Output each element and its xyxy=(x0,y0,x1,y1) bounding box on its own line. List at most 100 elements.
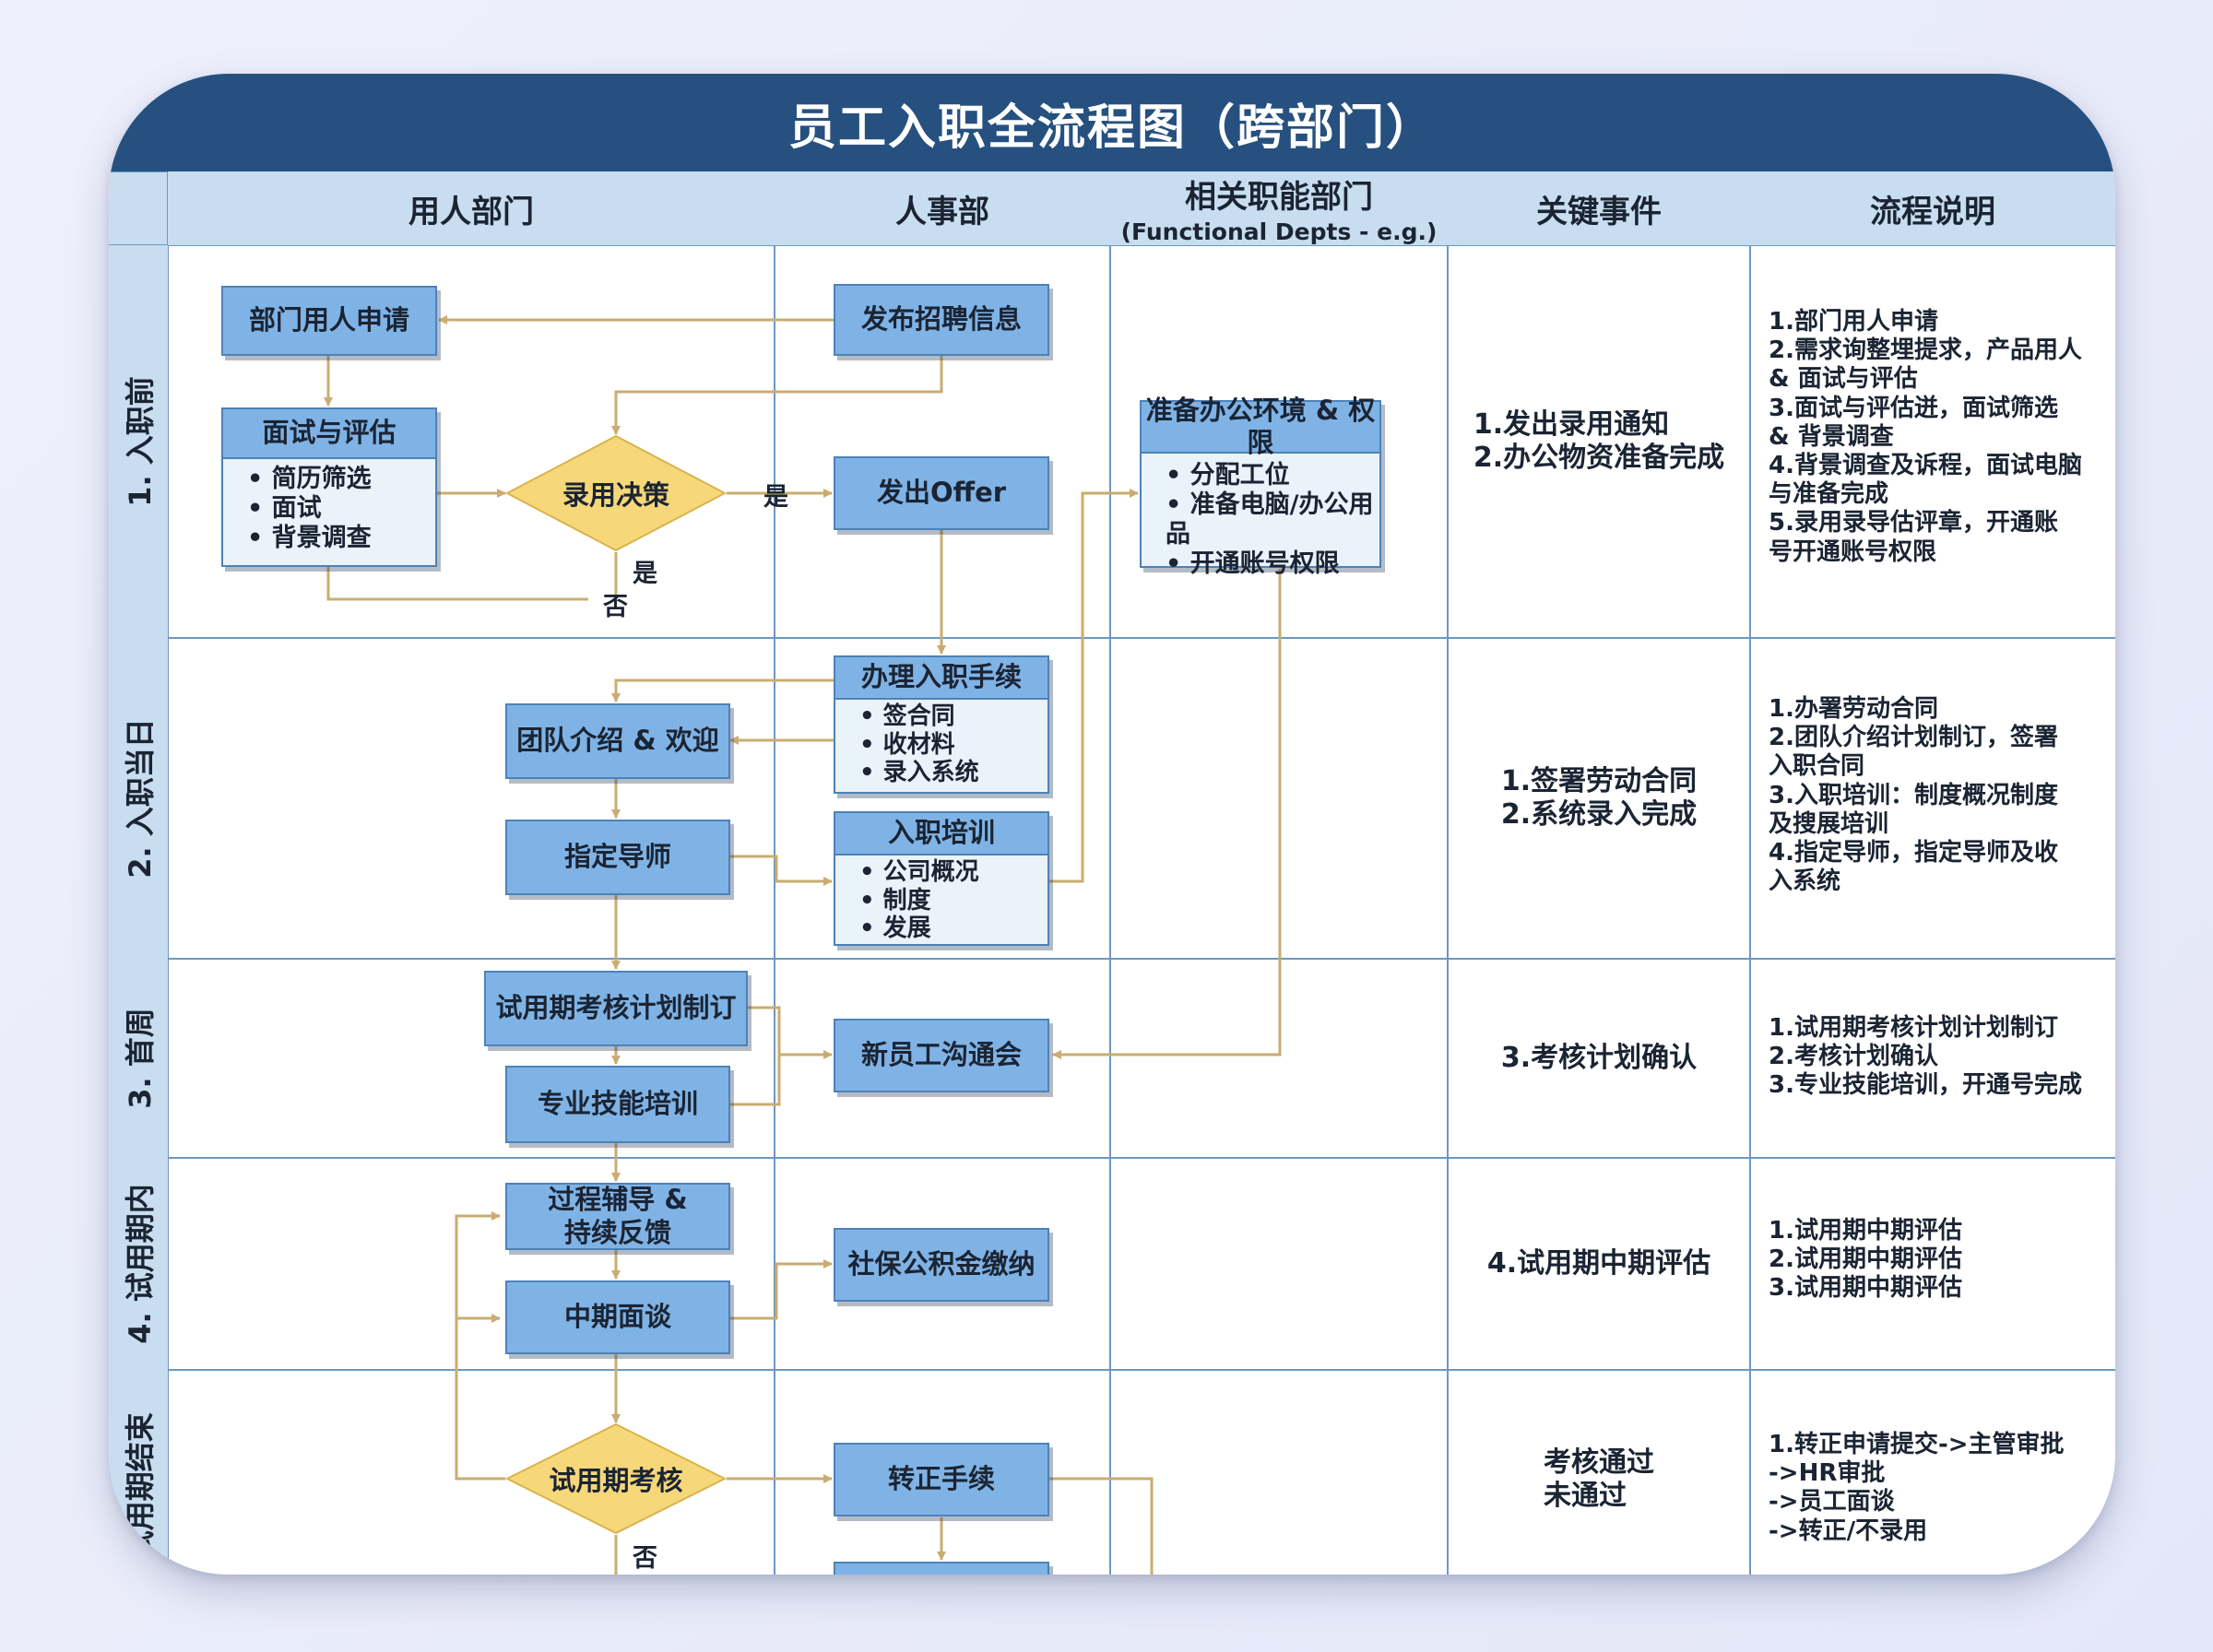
desc-line: 入职合同 xyxy=(1769,752,1865,781)
desc-line: 5.录用录导估评章，开通账 xyxy=(1769,509,2058,537)
node-onboard-item: 签合同 xyxy=(859,702,1047,731)
desc-block-day1: 1.办署劳动合同 2.团队介绍计划制订，签署 入职合同 3.入职培训：制度概况制… xyxy=(1769,695,2058,896)
node-next-partial[interactable] xyxy=(834,1562,1049,1575)
lane-label-probation: 4. 试用期内 xyxy=(109,1158,168,1370)
desc-line: 4.背景调查及诉程，面试电脑 xyxy=(1769,451,2082,479)
node-prepare[interactable]: 准备办公环境 & 权限 分配工位 准备电脑/办公用品 开通账号权限 xyxy=(1140,395,1381,578)
node-interview-title: 面试与评估 xyxy=(223,409,435,459)
node-social[interactable]: 社保公积金缴纳 xyxy=(834,1228,1049,1302)
node-interview[interactable]: 面试与评估 简历筛选 面试 背景调查 xyxy=(221,407,437,567)
node-training-item: 发展 xyxy=(859,914,1047,943)
node-publish[interactable]: 发布招聘信息 xyxy=(834,284,1049,356)
node-regularize-label: 转正手续 xyxy=(887,1463,995,1495)
col-header-dept: 用人部门 xyxy=(168,171,775,245)
node-assessment[interactable]: 试用期考核 xyxy=(549,1465,683,1496)
desc-line: 入系统 xyxy=(1769,867,1841,896)
event-cell-end: 考核通过 未通过 xyxy=(1448,1429,1750,1530)
decision-diamond-assessment xyxy=(504,1422,728,1535)
desc-line: 1.试用期中期评估 xyxy=(1769,1217,1962,1245)
node-onboard-item: 录入系统 xyxy=(859,759,1047,787)
node-plan[interactable]: 试用期考核计划制订 xyxy=(484,971,748,1046)
col-header-func-label: 相关职能部门 xyxy=(1185,179,1373,216)
desc-line: 2.试用期中期评估 xyxy=(1769,1245,1962,1274)
node-interview-item: 简历筛选 xyxy=(247,465,435,494)
desc-line: 与准备完成 xyxy=(1769,480,1889,509)
node-prepare-item: 分配工位 xyxy=(1166,461,1379,490)
event-text-week1: 3.考核计划确认 xyxy=(1500,1042,1698,1074)
node-training[interactable]: 入职培训 公司概况 制度 发展 xyxy=(834,811,1049,946)
node-hire-decision[interactable]: 录用决策 xyxy=(562,479,669,511)
desc-line: 3.入职培训：制度概况制度 xyxy=(1769,781,2058,809)
desc-line: 2.团队介绍计划制订，签署 xyxy=(1769,724,2058,752)
node-onboard-title: 办理入职手续 xyxy=(835,657,1047,700)
col-header-events: 关键事件 xyxy=(1448,171,1750,245)
event-cell-week1: 3.考核计划确认 xyxy=(1448,959,1750,1158)
lane-label-end: 5. 试用期结束 xyxy=(109,1370,168,1575)
desc-line: 及搜展培训 xyxy=(1769,809,1889,838)
node-prepare-item: 开通账号权限 xyxy=(1166,549,1379,579)
desc-block-end: 1.转正申请提交->主管审批 ->HR审批 ->员工面谈 ->转正/不录用 xyxy=(1769,1431,2065,1546)
desc-block-probation: 1.试用期中期评估 2.试用期中期评估 3.试用期中期评估 xyxy=(1769,1217,1962,1304)
node-team-intro[interactable]: 团队介绍 & 欢迎 xyxy=(505,703,730,779)
desc-line: 2.需求询整埋提求，产品用人 xyxy=(1769,336,2082,365)
desc-line: 1.办署劳动合同 xyxy=(1769,695,1938,723)
node-mentor[interactable]: 指定导师 xyxy=(505,820,730,895)
lane-label-end-text: 5. 试用期结束 xyxy=(123,1412,159,1575)
node-plan-label: 试用期考核计划制订 xyxy=(495,992,737,1024)
col-header-desc: 流程说明 xyxy=(1750,171,2115,245)
event-cell-probation: 4.试用期中期评估 xyxy=(1448,1158,1750,1370)
edge-label-no: 否 xyxy=(633,1544,657,1573)
node-onboard[interactable]: 办理入职手续 签合同 收材料 录入系统 xyxy=(834,655,1049,794)
desc-line: 3.试用期中期评估 xyxy=(1769,1274,1962,1303)
node-dept-request[interactable]: 部门用人申请 xyxy=(221,286,437,356)
node-offer-label: 发出Offer xyxy=(876,477,1007,509)
node-interview-item: 背景调查 xyxy=(247,524,435,553)
node-social-label: 社保公积金缴纳 xyxy=(847,1248,1035,1280)
event-text-end: 考核通过 未通过 xyxy=(1544,1446,1654,1512)
node-coaching[interactable]: 过程辅导 & 持续反馈 xyxy=(505,1183,730,1250)
lane-label-probation-text: 4. 试用期内 xyxy=(123,1184,159,1344)
lane-label-week1: 3. 首周 xyxy=(109,959,168,1158)
node-interview-item: 面试 xyxy=(247,494,435,524)
node-meeting[interactable]: 新员工沟通会 xyxy=(834,1019,1049,1092)
lane-label-day1: 2. 入职当日 xyxy=(109,638,168,959)
desc-line: ->转正/不录用 xyxy=(1769,1516,1928,1545)
event-cell-pre: 1.发出录用通知 2.办公物资准备完成 xyxy=(1448,245,1750,638)
desc-line: 号开通账号权限 xyxy=(1769,537,1937,566)
edge-label-yes: 是 xyxy=(763,483,788,512)
lane-label-day1-text: 2. 入职当日 xyxy=(123,718,159,879)
node-interview-list: 简历筛选 面试 背景调查 xyxy=(223,459,435,553)
desc-block-pre: 1.部门用人申请 2.需求询整埋提求，产品用人 & 面试与评估 3.面试与评估迸… xyxy=(1769,308,2082,567)
desc-line: 1.试用期考核计划计划制订 xyxy=(1769,1014,2058,1042)
node-dept-request-label: 部门用人申请 xyxy=(248,304,409,336)
node-skills-label: 专业技能培训 xyxy=(537,1088,698,1120)
page-title: 员工入职全流程图（跨部门） xyxy=(109,74,2115,171)
desc-line: 1.转正申请提交->主管审批 xyxy=(1769,1431,2065,1458)
node-midterm[interactable]: 中期面谈 xyxy=(505,1280,730,1354)
node-publish-label: 发布招聘信息 xyxy=(860,303,1022,336)
node-meeting-label: 新员工沟通会 xyxy=(860,1039,1022,1071)
desc-line: ->员工面谈 xyxy=(1769,1488,1895,1516)
node-coaching-label: 过程辅导 & 持续反馈 xyxy=(548,1184,688,1248)
node-offer[interactable]: 发出Offer xyxy=(834,456,1049,530)
event-cell-day1: 1.签署劳动合同 2.系统录入完成 xyxy=(1448,638,1750,959)
node-prepare-list: 分配工位 准备电脑/办公用品 开通账号权限 xyxy=(1142,454,1379,578)
node-regularize[interactable]: 转正手续 xyxy=(834,1443,1049,1516)
connectors xyxy=(324,315,1282,1575)
desc-line: 1.部门用人申请 xyxy=(1769,308,1938,336)
node-onboard-item: 收材料 xyxy=(859,731,1047,760)
lane-label-pre-text: 1. 入职前 xyxy=(123,376,159,507)
desc-line: ->HR审批 xyxy=(1769,1459,1886,1488)
col-header-func-sublabel: (Functional Depts - e.g.) xyxy=(1120,218,1438,245)
desc-line: & 面试与评估 xyxy=(1769,365,1918,394)
node-prepare-item: 准备电脑/办公用品 xyxy=(1166,490,1379,549)
col-header-hr-label: 人事部 xyxy=(895,193,989,230)
node-skills[interactable]: 专业技能培训 xyxy=(505,1066,730,1143)
desc-block-week1: 1.试用期考核计划计划制订 2.考核计划确认 3.专业技能培训，开通号完成 xyxy=(1769,1014,2082,1101)
col-header-func: 相关职能部门 (Functional Depts - e.g.) xyxy=(1110,171,1448,245)
node-training-title: 入职培训 xyxy=(835,813,1047,856)
lane-label-pre: 1. 入职前 xyxy=(109,245,168,638)
swimlane-grid xyxy=(109,171,2115,1575)
node-onboard-list: 签合同 收材料 录入系统 xyxy=(835,700,1047,787)
node-prepare-title: 准备办公环境 & 权限 xyxy=(1142,395,1379,458)
